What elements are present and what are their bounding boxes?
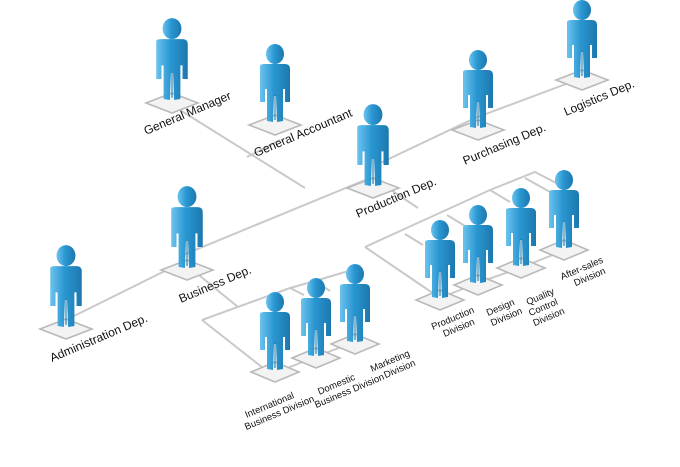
label-aftersales-division: After-sales Division	[559, 254, 612, 293]
international-division-figure	[259, 291, 291, 371]
label-design-division: Design Division	[485, 296, 524, 329]
purchasing-dep-figure	[462, 49, 494, 129]
business-dep-figure	[170, 185, 204, 269]
label-general-manager: General Manager	[142, 88, 233, 137]
design-division-figure	[462, 204, 494, 284]
label-quality-division: Quality Control Division	[523, 285, 567, 329]
marketing-division-figure	[339, 263, 371, 343]
labels: General Manager General Accountant Produ…	[48, 76, 637, 432]
general-accountant-figure	[259, 43, 291, 123]
quality-division-figure	[505, 187, 537, 267]
production-division-figure	[424, 219, 456, 299]
base-plates	[37, 69, 611, 383]
logistics-dep-figure	[566, 0, 598, 79]
production-dep-figure	[356, 103, 390, 187]
general-manager-figure	[155, 17, 189, 101]
label-international-division: International Business Division	[239, 384, 316, 433]
